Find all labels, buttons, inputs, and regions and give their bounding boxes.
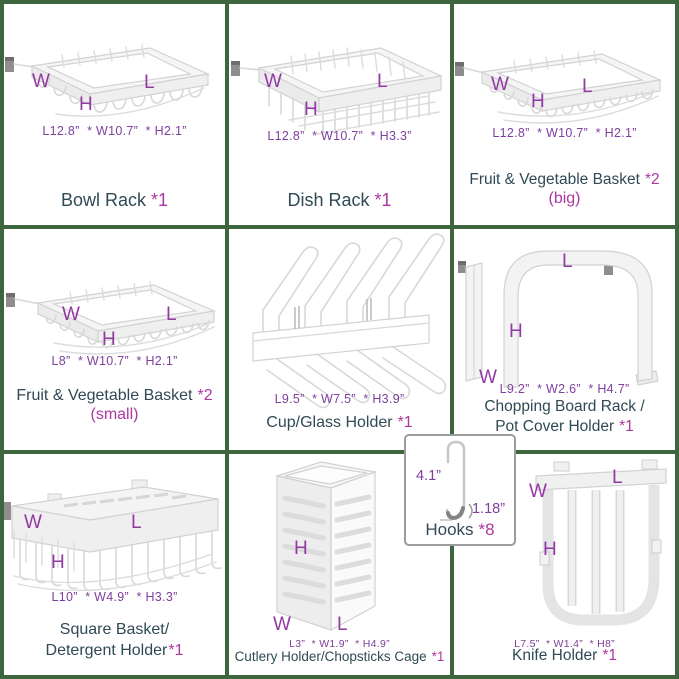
width-letter: W bbox=[24, 512, 42, 533]
cell-cutlery-holder: H W L L3” * W1.9” * H4.9” Cutlery Holder… bbox=[229, 454, 450, 675]
product-subtitle: (big) bbox=[548, 190, 581, 207]
product-count: *1 bbox=[397, 414, 413, 431]
product-name: Cutlery Holder/Chopsticks Cage bbox=[234, 649, 427, 664]
product-title: Cutlery Holder/Chopsticks Cage *1 bbox=[229, 649, 450, 665]
dimensions-text: L9.2” * W2.6” * H4.7” bbox=[499, 382, 630, 396]
product-name-line2: Detergent Holder bbox=[45, 642, 168, 659]
hooks-count: *8 bbox=[478, 520, 495, 539]
cell-fruit-vegetable-basket-small: W L H L8” * W10.7” * H2.1” Fruit & Veget… bbox=[4, 229, 225, 450]
product-name: Fruit & Vegetable Basket bbox=[469, 171, 640, 188]
length-letter: L bbox=[562, 251, 573, 272]
knife-holder-illustration bbox=[535, 459, 667, 626]
length-letter: L bbox=[337, 614, 348, 635]
product-title: Cup/Glass Holder*1 bbox=[229, 412, 450, 433]
fruit-vegetable-basket-big-illustration bbox=[455, 50, 663, 124]
product-count: *1 bbox=[168, 642, 184, 659]
height-letter: H bbox=[543, 539, 557, 560]
product-count: *1 bbox=[431, 649, 445, 664]
length-letter: L bbox=[582, 76, 593, 97]
cell-knife-holder: W L H L7.5” * W1.4” * H8” Knife Holder*1 bbox=[454, 454, 675, 675]
product-title: Knife Holder*1 bbox=[454, 647, 675, 665]
product-title: Bowl Rack*1 bbox=[4, 190, 225, 211]
height-letter: H bbox=[102, 329, 116, 350]
dimensions-text: L7.5” * W1.4” * H8” bbox=[514, 638, 615, 650]
product-name-line1: Chopping Board Rack / bbox=[484, 398, 645, 415]
cell-chopping-board-rack: L H W L9.2” * W2.6” * H4.7” Chopping Boa… bbox=[454, 229, 675, 450]
hook-width-label: 1.18” bbox=[472, 501, 506, 517]
fruit-vegetable-basket-small-illustration bbox=[6, 281, 217, 355]
hooks-name: Hooks bbox=[425, 520, 474, 539]
product-title: Fruit & Vegetable Basket*2 bbox=[4, 385, 225, 406]
height-letter: H bbox=[509, 321, 523, 342]
product-count: *1 bbox=[619, 418, 634, 435]
product-name: Fruit & Vegetable Basket bbox=[16, 387, 193, 404]
cutlery-holder-illustration bbox=[274, 461, 378, 632]
width-letter: W bbox=[529, 481, 547, 502]
height-letter: H bbox=[79, 94, 93, 115]
dimensions-text: L12.8” * W10.7” * H3.3” bbox=[267, 129, 412, 143]
dimensions-text: L12.8” * W10.7” * H2.1” bbox=[42, 124, 187, 138]
hooks-title: Hooks*8 bbox=[406, 520, 514, 540]
height-letter: H bbox=[294, 538, 308, 559]
product-subtitle: (small) bbox=[90, 406, 139, 423]
product-count: *1 bbox=[151, 190, 169, 210]
cell-cup-glass-holder: L9.5” * W7.5” * H3.9” Cup/Glass Holder*1 bbox=[229, 229, 450, 450]
product-title: Dish Rack*1 bbox=[229, 190, 450, 211]
height-letter: H bbox=[51, 552, 65, 573]
width-letter: W bbox=[273, 614, 291, 635]
width-letter: W bbox=[491, 74, 509, 95]
dimensions-text: L12.8” * W10.7” * H2.1” bbox=[492, 126, 637, 140]
dish-rack-illustration bbox=[231, 47, 443, 135]
product-count: *2 bbox=[197, 387, 213, 404]
height-letter: H bbox=[531, 91, 545, 112]
product-name-line1: Square Basket/ bbox=[59, 621, 170, 638]
length-letter: L bbox=[612, 467, 623, 488]
bowl-rack-illustration bbox=[5, 44, 211, 117]
width-letter: W bbox=[62, 304, 80, 325]
product-name: Bowl Rack bbox=[60, 190, 146, 210]
product-name: Cup/Glass Holder bbox=[266, 414, 393, 431]
chopping-board-rack-illustration bbox=[458, 250, 659, 388]
dimensions-text: L8” * W10.7” * H2.1” bbox=[51, 354, 178, 368]
product-count: *1 bbox=[602, 647, 617, 664]
product-name: Dish Rack bbox=[287, 190, 370, 210]
hook-icon bbox=[440, 440, 473, 521]
dimensions-text: L10” * W4.9” * H3.3” bbox=[51, 590, 178, 604]
cell-dish-rack: W L H L12.8” * W10.7” * H3.3” Dish Rack*… bbox=[229, 4, 450, 225]
product-title: Square Basket/ Detergent Holder*1 bbox=[4, 619, 225, 661]
cell-fruit-vegetable-basket-big: W L H L12.8” * W10.7” * H2.1” Fruit & Ve… bbox=[454, 4, 675, 225]
hooks-callout-box: 4.1” 1.18” Hooks*8 bbox=[404, 434, 516, 546]
product-name: Knife Holder bbox=[512, 647, 598, 664]
length-letter: L bbox=[377, 71, 388, 92]
width-letter: W bbox=[264, 71, 282, 92]
product-title: Chopping Board Rack / Pot Cover Holder*1 bbox=[454, 397, 675, 437]
length-letter: L bbox=[166, 304, 177, 325]
height-letter: H bbox=[304, 99, 318, 120]
cup-glass-holder-illustration bbox=[252, 233, 447, 409]
product-title: Fruit & Vegetable Basket*2 bbox=[454, 169, 675, 190]
cell-square-basket: W L H L10” * W4.9” * H3.3” Square Basket… bbox=[4, 454, 225, 675]
length-letter: L bbox=[144, 72, 155, 93]
length-letter: L bbox=[131, 512, 142, 533]
dimensions-text: L9.5” * W7.5” * H3.9” bbox=[274, 392, 405, 406]
dimensions-text: L3” * W1.9” * H4.9” bbox=[289, 638, 390, 650]
width-letter: W bbox=[32, 71, 50, 92]
product-count: *1 bbox=[374, 190, 392, 210]
square-basket-illustration bbox=[4, 479, 222, 592]
cell-bowl-rack: W L H L12.8” * W10.7” * H2.1” Bowl Rack*… bbox=[4, 4, 225, 225]
product-count: *2 bbox=[644, 171, 660, 188]
width-letter: W bbox=[479, 367, 497, 388]
product-name-line2: Pot Cover Holder bbox=[495, 418, 615, 435]
hook-length-label: 4.1” bbox=[416, 468, 441, 484]
